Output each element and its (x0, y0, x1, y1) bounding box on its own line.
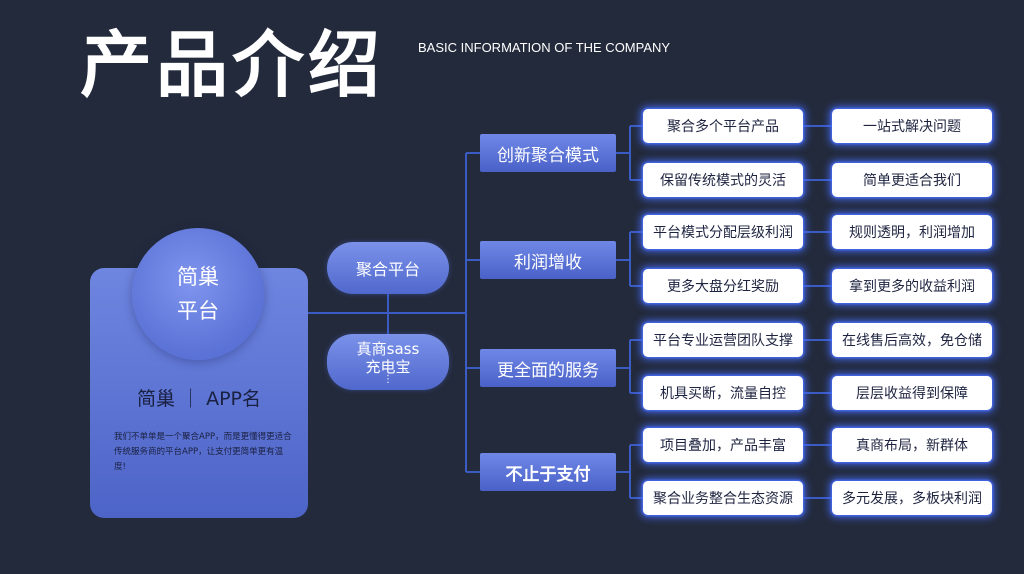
leaf-item: 规则透明，利润增加 (832, 215, 992, 249)
leaf-item: 多元发展，多板块利润 (832, 481, 992, 515)
leaf-item: 真商布局，新群体 (832, 428, 992, 462)
leaf-item: 一站式解决问题 (832, 109, 992, 143)
leaf-item: 项目叠加，产品丰富 (643, 428, 803, 462)
category-service: 更全面的服务 (480, 349, 616, 387)
circle-line-1: 简巢 (177, 265, 219, 289)
app-name: 简巢 ｜ APP名 (137, 388, 261, 410)
leaf-item: 聚合多个平台产品 (643, 109, 803, 143)
leaf-item: 聚合业务整合生态资源 (643, 481, 803, 515)
circle-line-2: 平台 (177, 299, 219, 323)
category-innovation: 创新聚合模式 (480, 134, 616, 172)
leaf-item: 平台专业运营团队支撑 (643, 323, 803, 357)
bracket-cat-1 (616, 125, 643, 181)
pill-aggregate-platform: 聚合平台 (327, 242, 449, 294)
leaf-item: 层层收益得到保障 (832, 376, 992, 410)
leaf-item: 机具买断，流量自控 (643, 376, 803, 410)
leaf-item: 更多大盘分红奖励 (643, 269, 803, 303)
leaf-item: 拿到更多的收益利润 (832, 269, 992, 303)
page-subtitle: BASIC INFORMATION OF THE COMPANY (418, 40, 671, 55)
page-title: 产品介绍 (80, 23, 385, 107)
leaf-item: 保留传统模式的灵活 (643, 163, 803, 197)
more-dots-icon: ⋮ (383, 374, 393, 385)
product-circle: 简巢 平台 (132, 228, 264, 360)
pill-sass-line-2: 充电宝 (365, 358, 411, 376)
bracket-cat-4 (616, 444, 643, 499)
pill-aggregate-label: 聚合平台 (355, 260, 420, 279)
category-beyond-payment: 不止于支付 (480, 453, 616, 491)
leaf-item: 平台模式分配层级利润 (643, 215, 803, 249)
bracket-cat-3 (616, 339, 643, 394)
product-description: 我们不单单是一个聚合APP，而是更懂得更适合传统服务商的平台APP，让支付更简单… (114, 432, 292, 472)
pill-sass-charger: 真商sass 充电宝 ⋮ (327, 334, 449, 390)
category-profit: 利润增收 (480, 241, 616, 279)
leaf-item: 简单更适合我们 (832, 163, 992, 197)
pill-sass-line-1: 真商sass (356, 340, 420, 358)
leaf-item: 在线售后高效，免仓储 (832, 323, 992, 357)
bracket-cat-2 (616, 231, 643, 287)
